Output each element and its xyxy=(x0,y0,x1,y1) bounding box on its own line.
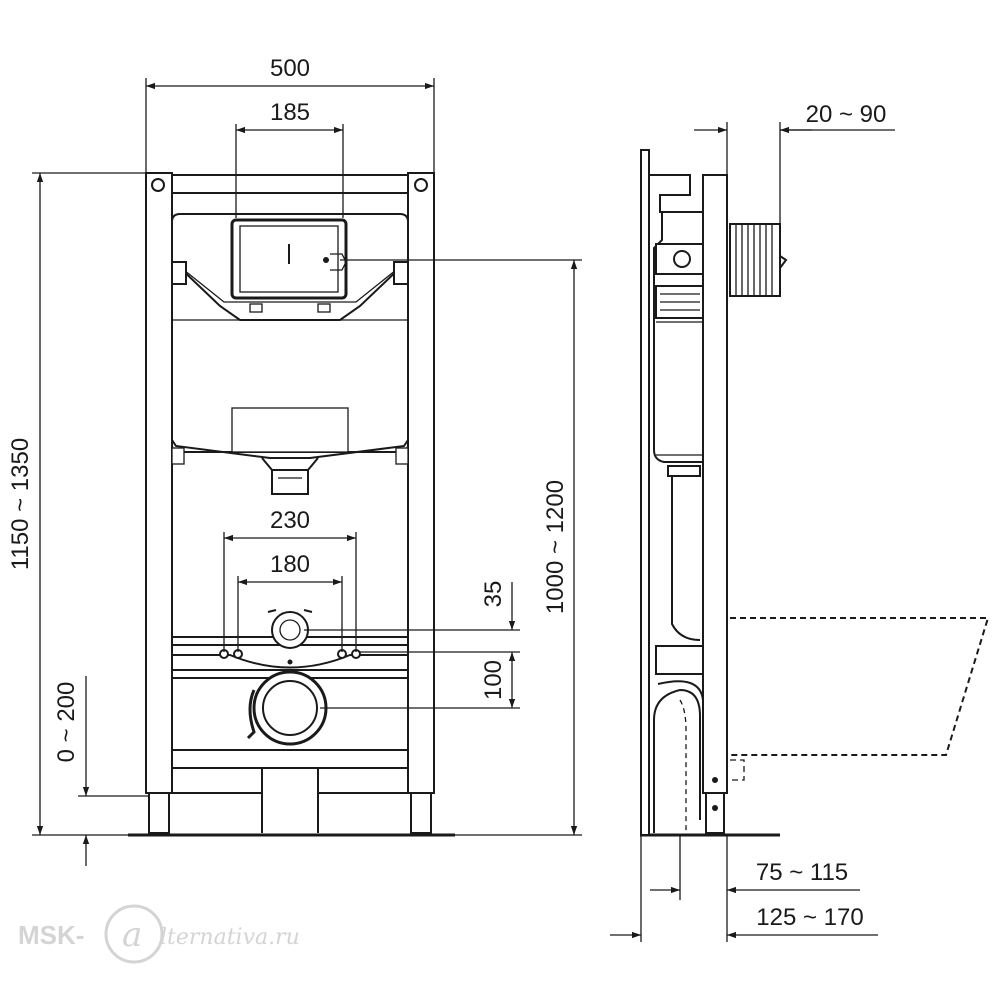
right-foot xyxy=(410,792,432,834)
valve-block-ribs xyxy=(660,293,700,311)
front-view xyxy=(128,172,455,837)
left-mount-hole xyxy=(151,178,165,192)
drain-clamp xyxy=(246,689,256,740)
drain-inner-ring xyxy=(262,680,318,736)
right-mount-hole xyxy=(414,178,428,192)
clip-left xyxy=(249,303,263,313)
valve-ring xyxy=(673,250,691,268)
left-post xyxy=(145,172,173,794)
dim-depth-a: 75 ~ 115 xyxy=(756,859,848,886)
clip-right xyxy=(317,303,331,313)
right-bracket xyxy=(393,261,409,285)
side-flush-pipe xyxy=(671,476,701,641)
side-pipe-joint xyxy=(667,465,701,477)
dim-flush-plate-width: 185 xyxy=(270,99,310,126)
drain-hidden-line xyxy=(679,699,687,833)
toilet-fixing xyxy=(730,759,745,781)
watermark: MSK- a lternativa.ru xyxy=(18,904,300,964)
toilet-bowl-outline xyxy=(730,617,990,756)
side-dimensions: 20 ~ 90 75 ~ 115 125 ~ 170 xyxy=(610,101,895,942)
wall-section xyxy=(640,149,650,836)
cistern-bottom-contour xyxy=(171,439,409,459)
drain-bend-upper xyxy=(657,680,704,701)
front-dimensions: 500 185 1150 ~ 1350 1000 ~ 1200 230 180 … xyxy=(7,55,582,866)
left-bracket xyxy=(171,261,187,285)
flush-latch xyxy=(330,253,347,271)
water-outlet-inner xyxy=(279,619,301,641)
dim-bolt-inner: 180 xyxy=(270,551,310,578)
dim-flush-height: 1000 ~ 1200 xyxy=(542,480,569,614)
dim-bolt-outer: 230 xyxy=(270,507,310,534)
cistern-profile xyxy=(653,212,703,463)
top-rail xyxy=(171,174,409,194)
bottom-bracket-left xyxy=(171,447,185,465)
watermark-logo-letter: a xyxy=(122,915,142,955)
flush-plate-knob xyxy=(779,255,788,269)
dim-frame-width: 500 xyxy=(270,55,310,82)
outlet-lugs xyxy=(267,609,313,613)
watermark-prefix: MSK- xyxy=(18,920,84,950)
drain-bend xyxy=(653,688,701,820)
dim-outlet-spacing: 100 xyxy=(480,660,507,700)
watermark-suffix: lternativa.ru xyxy=(160,925,300,950)
side-foot xyxy=(705,792,725,834)
dim-wall-depth: 20 ~ 90 xyxy=(806,101,887,128)
service-hatch xyxy=(231,407,349,453)
dim-floor-adjust: 0 ~ 200 xyxy=(53,682,80,763)
left-foot xyxy=(148,792,170,834)
side-post xyxy=(702,174,728,794)
watermark-logo-ring xyxy=(104,904,164,964)
flush-plate-thread xyxy=(735,224,773,296)
bottom-bracket-right xyxy=(395,447,409,465)
flush-pin xyxy=(323,257,329,263)
flush-pipe-top xyxy=(261,457,319,471)
side-hole-1 xyxy=(712,777,718,783)
dim-outlet-offset: 35 xyxy=(480,581,507,608)
cistern-inner-contour xyxy=(183,269,397,303)
right-post xyxy=(407,172,435,794)
side-hole-2 xyxy=(712,805,718,811)
center-mark xyxy=(287,659,293,665)
dim-frame-height: 1150 ~ 1350 xyxy=(7,438,34,570)
wall-bracket xyxy=(649,174,703,213)
flush-pipe xyxy=(271,469,309,495)
side-outlet-block xyxy=(655,645,704,675)
dim-depth-b: 125 ~ 170 xyxy=(756,904,863,931)
side-view xyxy=(640,149,990,837)
